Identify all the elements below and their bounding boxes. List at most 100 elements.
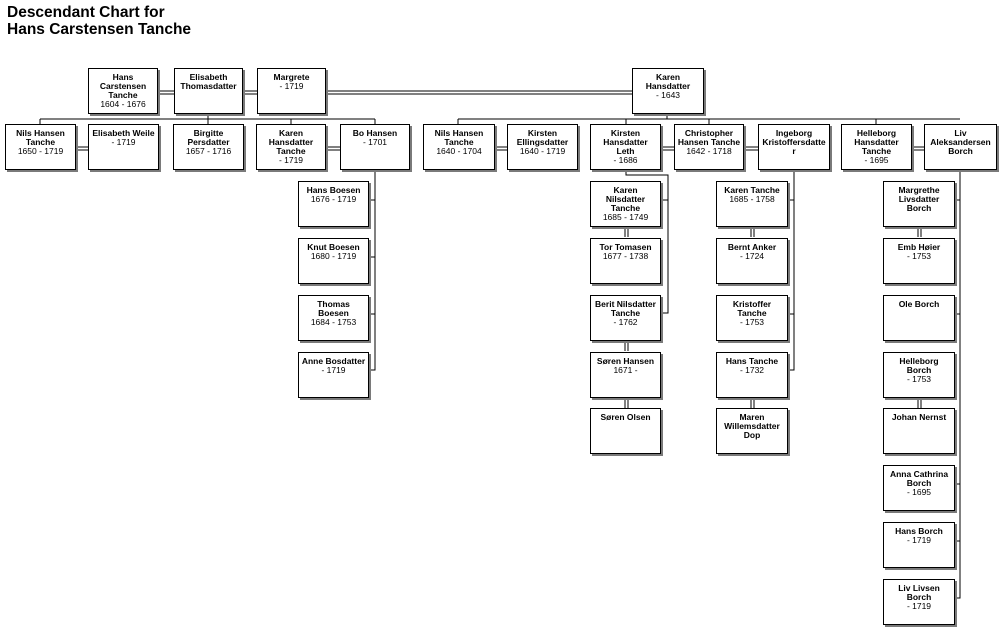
person-box[interactable]: Birgitte Persdatter 1657 - 1716 — [173, 124, 244, 170]
person-name: Bernt Anker — [727, 242, 777, 252]
person-box[interactable]: Nils Hansen Tanche 1650 - 1719 — [5, 124, 76, 170]
person-dates: 1677 - 1738 — [602, 251, 649, 261]
person-name: Anne Bosdatter — [301, 356, 366, 366]
person-box[interactable]: Christopher Hansen Tanche 1642 - 1718 — [674, 124, 744, 170]
person-name: Ingeborg Kristoffersdatte r — [762, 128, 826, 156]
person-dates: - 1695 — [906, 487, 932, 497]
person-box[interactable]: Karen Hansdatter Tanche - 1719 — [256, 124, 326, 170]
person-dates: - 1753 — [739, 317, 765, 327]
person-box[interactable]: Helleborg Borch - 1753 — [883, 352, 955, 398]
person-dates: - 1719 — [906, 601, 932, 611]
person-dates: - 1753 — [906, 251, 932, 261]
person-box[interactable]: Thomas Boesen 1684 - 1753 — [298, 295, 369, 341]
person-name: Knut Boesen — [307, 242, 360, 252]
person-name: Bo Hansen — [352, 128, 398, 138]
person-dates: - 1719 — [906, 535, 932, 545]
person-dates: 1671 - — [613, 365, 638, 375]
person-dates: - 1643 — [655, 90, 681, 100]
person-box[interactable]: Helleborg Hansdatter Tanche - 1695 — [841, 124, 912, 170]
person-box[interactable]: Karen Tanche 1685 - 1758 — [716, 181, 788, 227]
person-box[interactable]: Margrete - 1719 — [257, 68, 326, 114]
person-box[interactable]: Liv Livsen Borch - 1719 — [883, 579, 955, 625]
person-dates: - 1719 — [111, 137, 136, 147]
person-box[interactable]: Hans Borch - 1719 — [883, 522, 955, 568]
person-box[interactable]: Søren Olsen — [590, 408, 661, 454]
person-box[interactable]: Nils Hansen Tanche 1640 - 1704 — [423, 124, 495, 170]
person-box[interactable]: Karen Hansdatter - 1643 — [632, 68, 704, 114]
person-box[interactable]: Emb Høier - 1753 — [883, 238, 955, 284]
person-box[interactable]: Ingeborg Kristoffersdatte r — [758, 124, 830, 170]
person-box[interactable]: Kirsten Ellingsdatter 1640 - 1719 — [507, 124, 578, 170]
person-name: Liv Livsen Borch — [898, 583, 940, 602]
person-name: Anna Cathrina Borch — [889, 469, 949, 488]
person-dates: - 1719 — [278, 155, 304, 165]
person-box[interactable]: Anne Bosdatter - 1719 — [298, 352, 369, 398]
person-box[interactable]: Margrethe Livsdatter Borch — [883, 181, 955, 227]
person-name: Margrete — [273, 72, 310, 82]
person-box[interactable]: Bo Hansen - 1701 — [340, 124, 410, 170]
person-name: Søren Olsen — [600, 412, 651, 422]
person-name: Karen Hansdatter — [645, 72, 691, 91]
person-dates: 1676 - 1719 — [310, 194, 357, 204]
person-box[interactable]: Hans Tanche - 1732 — [716, 352, 788, 398]
person-dates: 1640 - 1719 — [519, 146, 566, 156]
person-dates: 1680 - 1719 — [310, 251, 357, 261]
person-box[interactable]: Hans Boesen 1676 - 1719 — [298, 181, 369, 227]
person-box[interactable]: Ole Borch — [883, 295, 955, 341]
person-name: Maren Willemsdatter Dop — [724, 412, 780, 440]
chart-title-line-1: Descendant Chart for — [7, 4, 165, 21]
person-box[interactable]: Kristoffer Tanche - 1753 — [716, 295, 788, 341]
person-box[interactable]: Kirsten Hansdatter Leth - 1686 — [590, 124, 661, 170]
chart-title-line-2: Hans Carstensen Tanche — [7, 21, 192, 38]
person-name: Helleborg Hansdatter Tanche — [854, 128, 899, 156]
person-dates: - 1686 — [613, 155, 638, 165]
person-name: Helleborg Borch — [899, 356, 939, 375]
person-name: Karen Hansdatter Tanche — [268, 128, 314, 156]
person-name: Nils Hansen Tanche — [434, 128, 484, 147]
person-box[interactable]: Anna Cathrina Borch - 1695 — [883, 465, 955, 511]
person-dates: - 1695 — [864, 155, 889, 165]
person-dates: 1685 - 1758 — [729, 194, 775, 204]
person-name: Hans Carstensen Tanche — [99, 72, 147, 100]
person-name: Kirsten Ellingsdatter — [516, 128, 569, 147]
person-box[interactable]: Elisabeth Weile - 1719 — [88, 124, 159, 170]
person-box[interactable]: Hans Carstensen Tanche 1604 - 1676 — [88, 68, 158, 114]
person-name: Karen Tanche — [724, 185, 780, 195]
person-name: Nils Hansen Tanche — [16, 128, 65, 147]
person-box[interactable]: Elisabeth Thomasdatter — [174, 68, 243, 114]
person-name: Hans Borch — [895, 526, 943, 536]
person-name: Kirsten Hansdatter Leth — [603, 128, 648, 156]
person-box[interactable]: Maren Willemsdatter Dop — [716, 408, 788, 454]
person-name: Kristoffer Tanche — [732, 299, 772, 318]
person-dates: - 1719 — [321, 365, 346, 375]
person-dates: 1650 - 1719 — [17, 146, 64, 156]
person-name: Hans Tanche — [725, 356, 779, 366]
person-name: Hans Boesen — [306, 185, 361, 195]
person-box[interactable]: Tor Tomasen 1677 - 1738 — [590, 238, 661, 284]
person-name: Liv Aleksandersen Borch — [930, 128, 991, 156]
person-name: Karen Nilsdatter Tanche — [605, 185, 646, 213]
person-name: Elisabeth Thomasdatter — [180, 72, 237, 91]
chart-title: Descendant Chart for Hans Carstensen Tan… — [7, 4, 191, 38]
person-box[interactable]: Liv Aleksandersen Borch — [924, 124, 997, 170]
person-name: Ole Borch — [898, 299, 940, 309]
person-name: Birgitte Persdatter — [187, 128, 230, 147]
person-box[interactable]: Søren Hansen 1671 - — [590, 352, 661, 398]
person-name: Emb Høier — [897, 242, 941, 252]
person-name: Berit Nilsdatter Tanche — [595, 299, 656, 318]
person-name: Thomas Boesen — [317, 299, 350, 318]
person-dates: 1685 - 1749 — [602, 212, 649, 222]
person-name: Margrethe Livsdatter Borch — [898, 185, 940, 213]
person-box[interactable]: Karen Nilsdatter Tanche 1685 - 1749 — [590, 181, 661, 227]
person-box[interactable]: Berit Nilsdatter Tanche - 1762 — [590, 295, 661, 341]
person-dates: 1640 - 1704 — [436, 146, 482, 156]
person-name: Søren Hansen — [596, 356, 655, 366]
person-box[interactable]: Knut Boesen 1680 - 1719 — [298, 238, 369, 284]
person-box[interactable]: Johan Nernst — [883, 408, 955, 454]
person-dates: - 1732 — [739, 365, 765, 375]
person-dates: - 1724 — [739, 251, 765, 261]
person-dates: - 1762 — [613, 317, 638, 327]
person-box[interactable]: Bernt Anker - 1724 — [716, 238, 788, 284]
person-dates: 1684 - 1753 — [310, 317, 357, 327]
